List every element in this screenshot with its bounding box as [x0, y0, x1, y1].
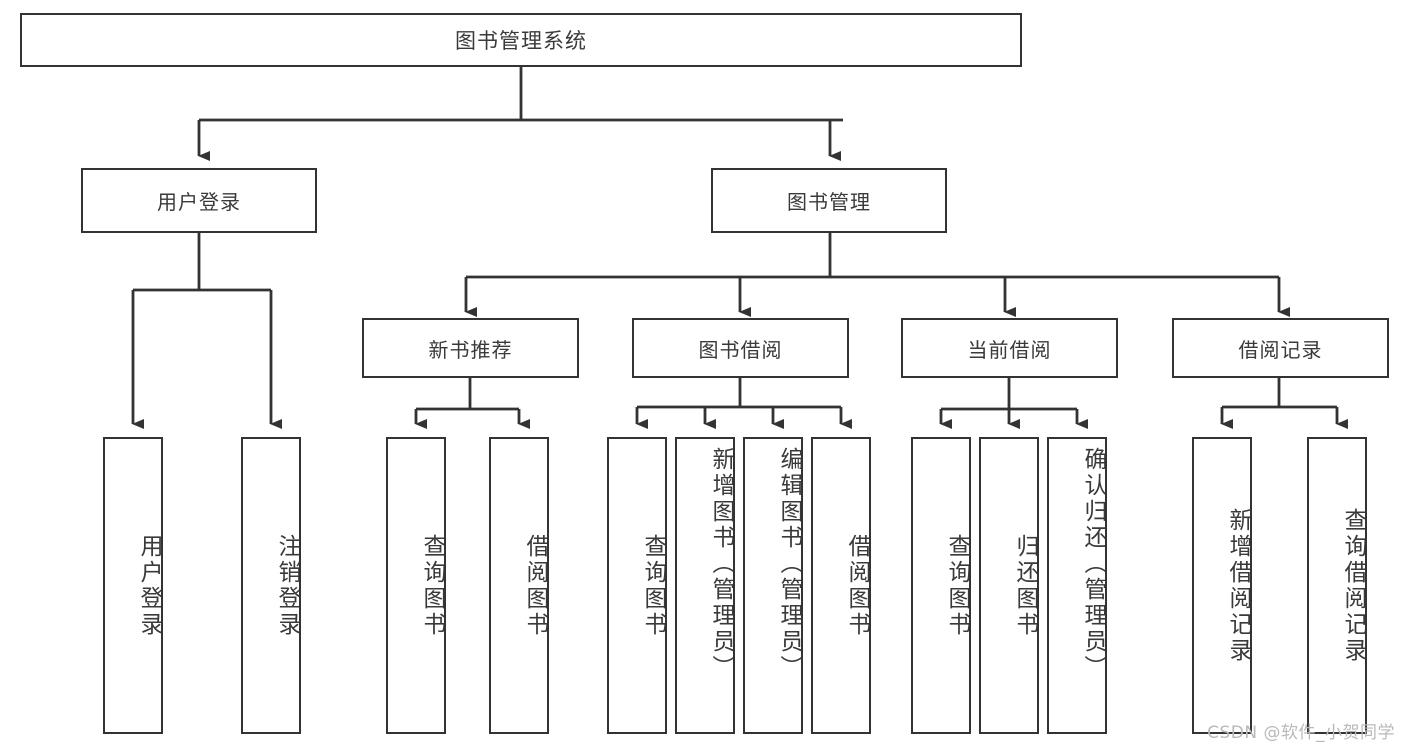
- node-new-book-recommend-label: 新书推荐: [428, 337, 513, 362]
- leaf-query-book-current-label: 查询图书: [944, 533, 970, 638]
- leaf-query-borrow-record[interactable]: 查询借阅记录: [1307, 437, 1367, 734]
- node-user-login[interactable]: 用户登录: [81, 168, 317, 233]
- leaf-query-book-current[interactable]: 查询图书: [911, 437, 971, 734]
- leaf-add-borrow-record[interactable]: 新增借阅记录: [1192, 437, 1252, 734]
- leaf-edit-book-admin-label: 编辑图书（管理员）: [776, 447, 802, 681]
- leaf-return-book-label: 归还图书: [1012, 533, 1038, 638]
- leaf-query-borrow-record-label: 查询借阅记录: [1340, 507, 1366, 664]
- leaf-confirm-return-admin-label: 确认归还（管理员）: [1080, 447, 1106, 681]
- node-root[interactable]: 图书管理系统: [20, 13, 1022, 67]
- leaf-add-book-admin[interactable]: 新增图书（管理员）: [675, 437, 735, 734]
- node-user-login-label: 用户登录: [157, 190, 241, 214]
- leaf-confirm-return-admin[interactable]: 确认归还（管理员）: [1047, 437, 1107, 734]
- leaf-query-book-recommend-label: 查询图书: [419, 533, 445, 638]
- leaf-logout-label: 注销登录: [274, 533, 300, 638]
- node-borrow-record-label: 借阅记录: [1238, 337, 1323, 362]
- leaf-user-login[interactable]: 用户登录: [103, 437, 163, 734]
- leaf-borrow-book-recommend[interactable]: 借阅图书: [489, 437, 549, 734]
- node-book-management[interactable]: 图书管理: [711, 168, 947, 233]
- leaf-borrow-book[interactable]: 借阅图书: [811, 437, 871, 734]
- leaf-add-book-admin-label: 新增图书（管理员）: [708, 447, 734, 681]
- node-book-management-label: 图书管理: [787, 190, 871, 214]
- leaf-query-book-recommend[interactable]: 查询图书: [386, 437, 446, 734]
- node-current-borrow-label: 当前借阅: [967, 337, 1052, 362]
- leaf-query-book-borrow-label: 查询图书: [640, 533, 666, 638]
- leaf-add-borrow-record-label: 新增借阅记录: [1225, 507, 1251, 664]
- node-current-borrow[interactable]: 当前借阅: [901, 318, 1118, 378]
- leaf-logout[interactable]: 注销登录: [241, 437, 301, 734]
- leaf-return-book[interactable]: 归还图书: [979, 437, 1039, 734]
- leaf-borrow-book-recommend-label: 借阅图书: [522, 533, 548, 638]
- leaf-borrow-book-label: 借阅图书: [844, 533, 870, 638]
- node-borrow-record[interactable]: 借阅记录: [1172, 318, 1389, 378]
- leaf-user-login-label: 用户登录: [136, 533, 162, 638]
- node-new-book-recommend[interactable]: 新书推荐: [362, 318, 579, 378]
- node-book-borrow-label: 图书借阅: [698, 337, 783, 362]
- leaf-edit-book-admin[interactable]: 编辑图书（管理员）: [743, 437, 803, 734]
- node-book-borrow[interactable]: 图书借阅: [632, 318, 849, 378]
- node-root-label: 图书管理系统: [455, 29, 587, 53]
- leaf-query-book-borrow[interactable]: 查询图书: [607, 437, 667, 734]
